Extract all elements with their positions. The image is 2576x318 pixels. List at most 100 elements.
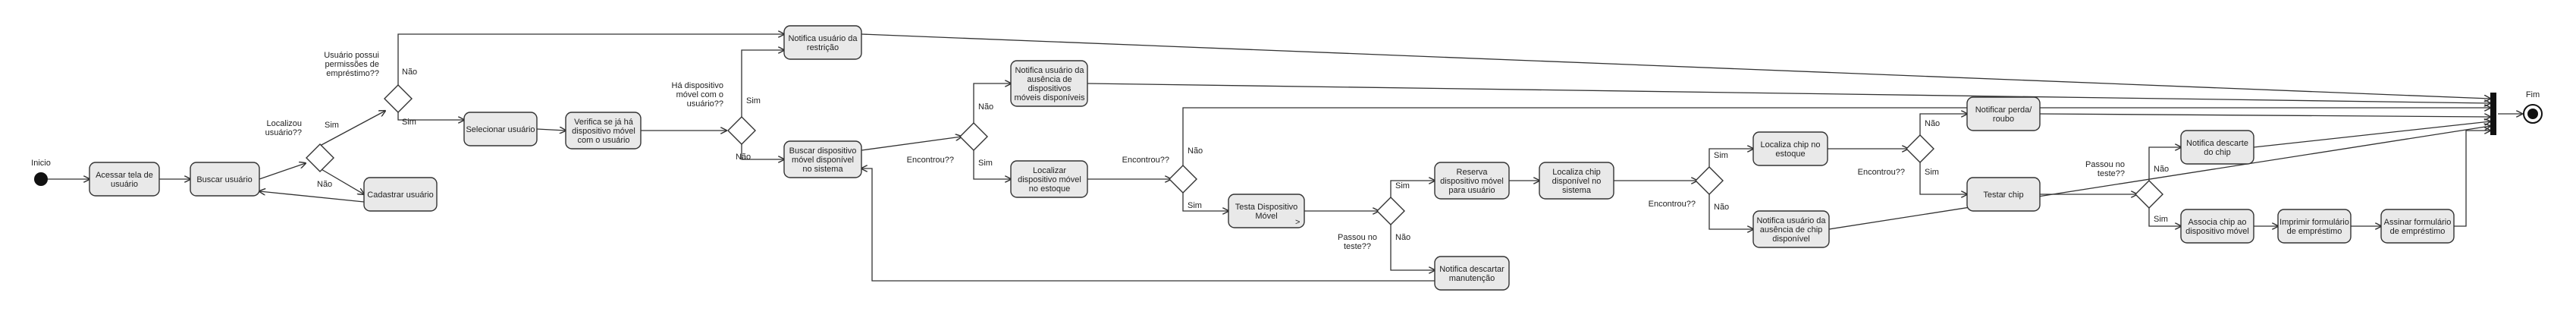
text-line: Notifica usuário da [1756,216,1826,225]
svg-text:Testar chip: Testar chip [1983,190,2023,200]
text-line: Há dispositivo [672,81,723,90]
text-line: móvel disponível [792,156,854,165]
buscar-usuario-action: Buscar usuário [190,162,260,197]
text-line: de empréstimo [2390,227,2446,236]
text-line: dispositivo móvel [2185,227,2249,236]
text-line: dispositivo móvel [1018,175,1081,184]
svg-text:Notificar perda/roubo: Notificar perda/roubo [1975,105,2033,124]
text-line: Buscar dispositivo [789,146,857,156]
text-line: Móvel [1255,212,1277,221]
decision-encontrou-chip: Encontrou?? [1649,166,1724,209]
end-label: Fim [2526,90,2540,99]
join-bar [2490,93,2496,135]
notificar-perda-roubo-action: Notificar perda/roubo [1966,96,2041,131]
guard-sim: Sim [1188,201,1202,210]
text-line: Imprimir formulário [2279,218,2349,227]
guard-sim: Sim [325,121,339,130]
text-line: Notificar perda/ [1975,105,2033,115]
svg-text:Encontrou??: Encontrou?? [1122,156,1169,165]
text-line: com o usuário [577,136,629,145]
text-line: empréstimo?? [326,69,379,78]
text-line: dispositivo móvel [572,127,635,136]
text-line: Verifica se já há [574,118,634,127]
text-line: móvel com o [676,90,723,99]
text-line: Testa Dispositivo [1235,203,1298,212]
guard-sim: Sim [1714,151,1728,160]
text-line: Cadastrar usuário [367,190,433,200]
selecionar-usuario-action: Selecionar usuário [463,112,538,146]
text-line: Usuário possui [324,51,379,60]
guard-nao: Não [1925,119,1940,128]
text-line: de empréstimo [2287,227,2342,236]
text-line: para usuário [1448,186,1495,195]
guard-sim: Sim [746,96,761,105]
text-line: ausência de chip [1760,225,1823,235]
text-line: teste?? [2098,169,2125,178]
sub-activity-marker: > [1295,218,1300,227]
text-line: disponível [1772,235,1810,244]
guard-sim: Sim [1925,168,1939,177]
start-label: Inicio [31,159,51,168]
text-line: usuário?? [687,99,723,109]
text-line: Localizou [267,119,302,128]
guard-nao: Não [1395,233,1410,242]
text-line: Testar chip [1983,190,2023,200]
svg-text:Encontrou??: Encontrou?? [1858,168,1905,177]
text-line: teste?? [1344,242,1371,251]
text-line: Notifica descarte [2186,139,2248,148]
text-line: Acessar tela de [96,171,153,180]
text-line: móveis disponíveis [1015,93,1085,102]
text-line: permissões de [325,60,379,69]
guard-sim: Sim [978,159,993,168]
guard-sim: Sim [402,118,416,127]
text-line: Passou no [1338,233,1377,242]
text-line: Assinar formulário [2384,218,2452,227]
guard-nao: Não [978,102,993,112]
text-line: Notifica usuário da [788,34,858,43]
text-line: Selecionar usuário [466,125,535,134]
text-line: Associa chip ao [2188,218,2246,227]
decision-encontrou-estoque: Encontrou?? [1122,156,1197,194]
text-line: estoque [1775,150,1805,159]
text-line: Encontrou?? [907,156,954,165]
text-line: roubo [1993,115,2014,124]
text-line: Encontrou?? [1122,156,1169,165]
testar-chip-action: Testar chip [1966,177,2041,212]
text-line: do chip [2204,148,2230,157]
text-line: Buscar usuário [196,175,252,184]
guard-nao: Não [736,153,751,162]
text-line: no sistema [802,165,843,174]
text-line: Localizar [1033,166,1066,175]
svg-text:Encontrou??: Encontrou?? [907,156,954,165]
svg-text:Encontrou??: Encontrou?? [1649,200,1696,209]
end-node: Fim [2490,90,2543,135]
guard-nao: Não [1714,203,1729,212]
svg-text:Buscar usuário: Buscar usuário [196,175,252,184]
guard-nao: Não [2154,165,2169,174]
